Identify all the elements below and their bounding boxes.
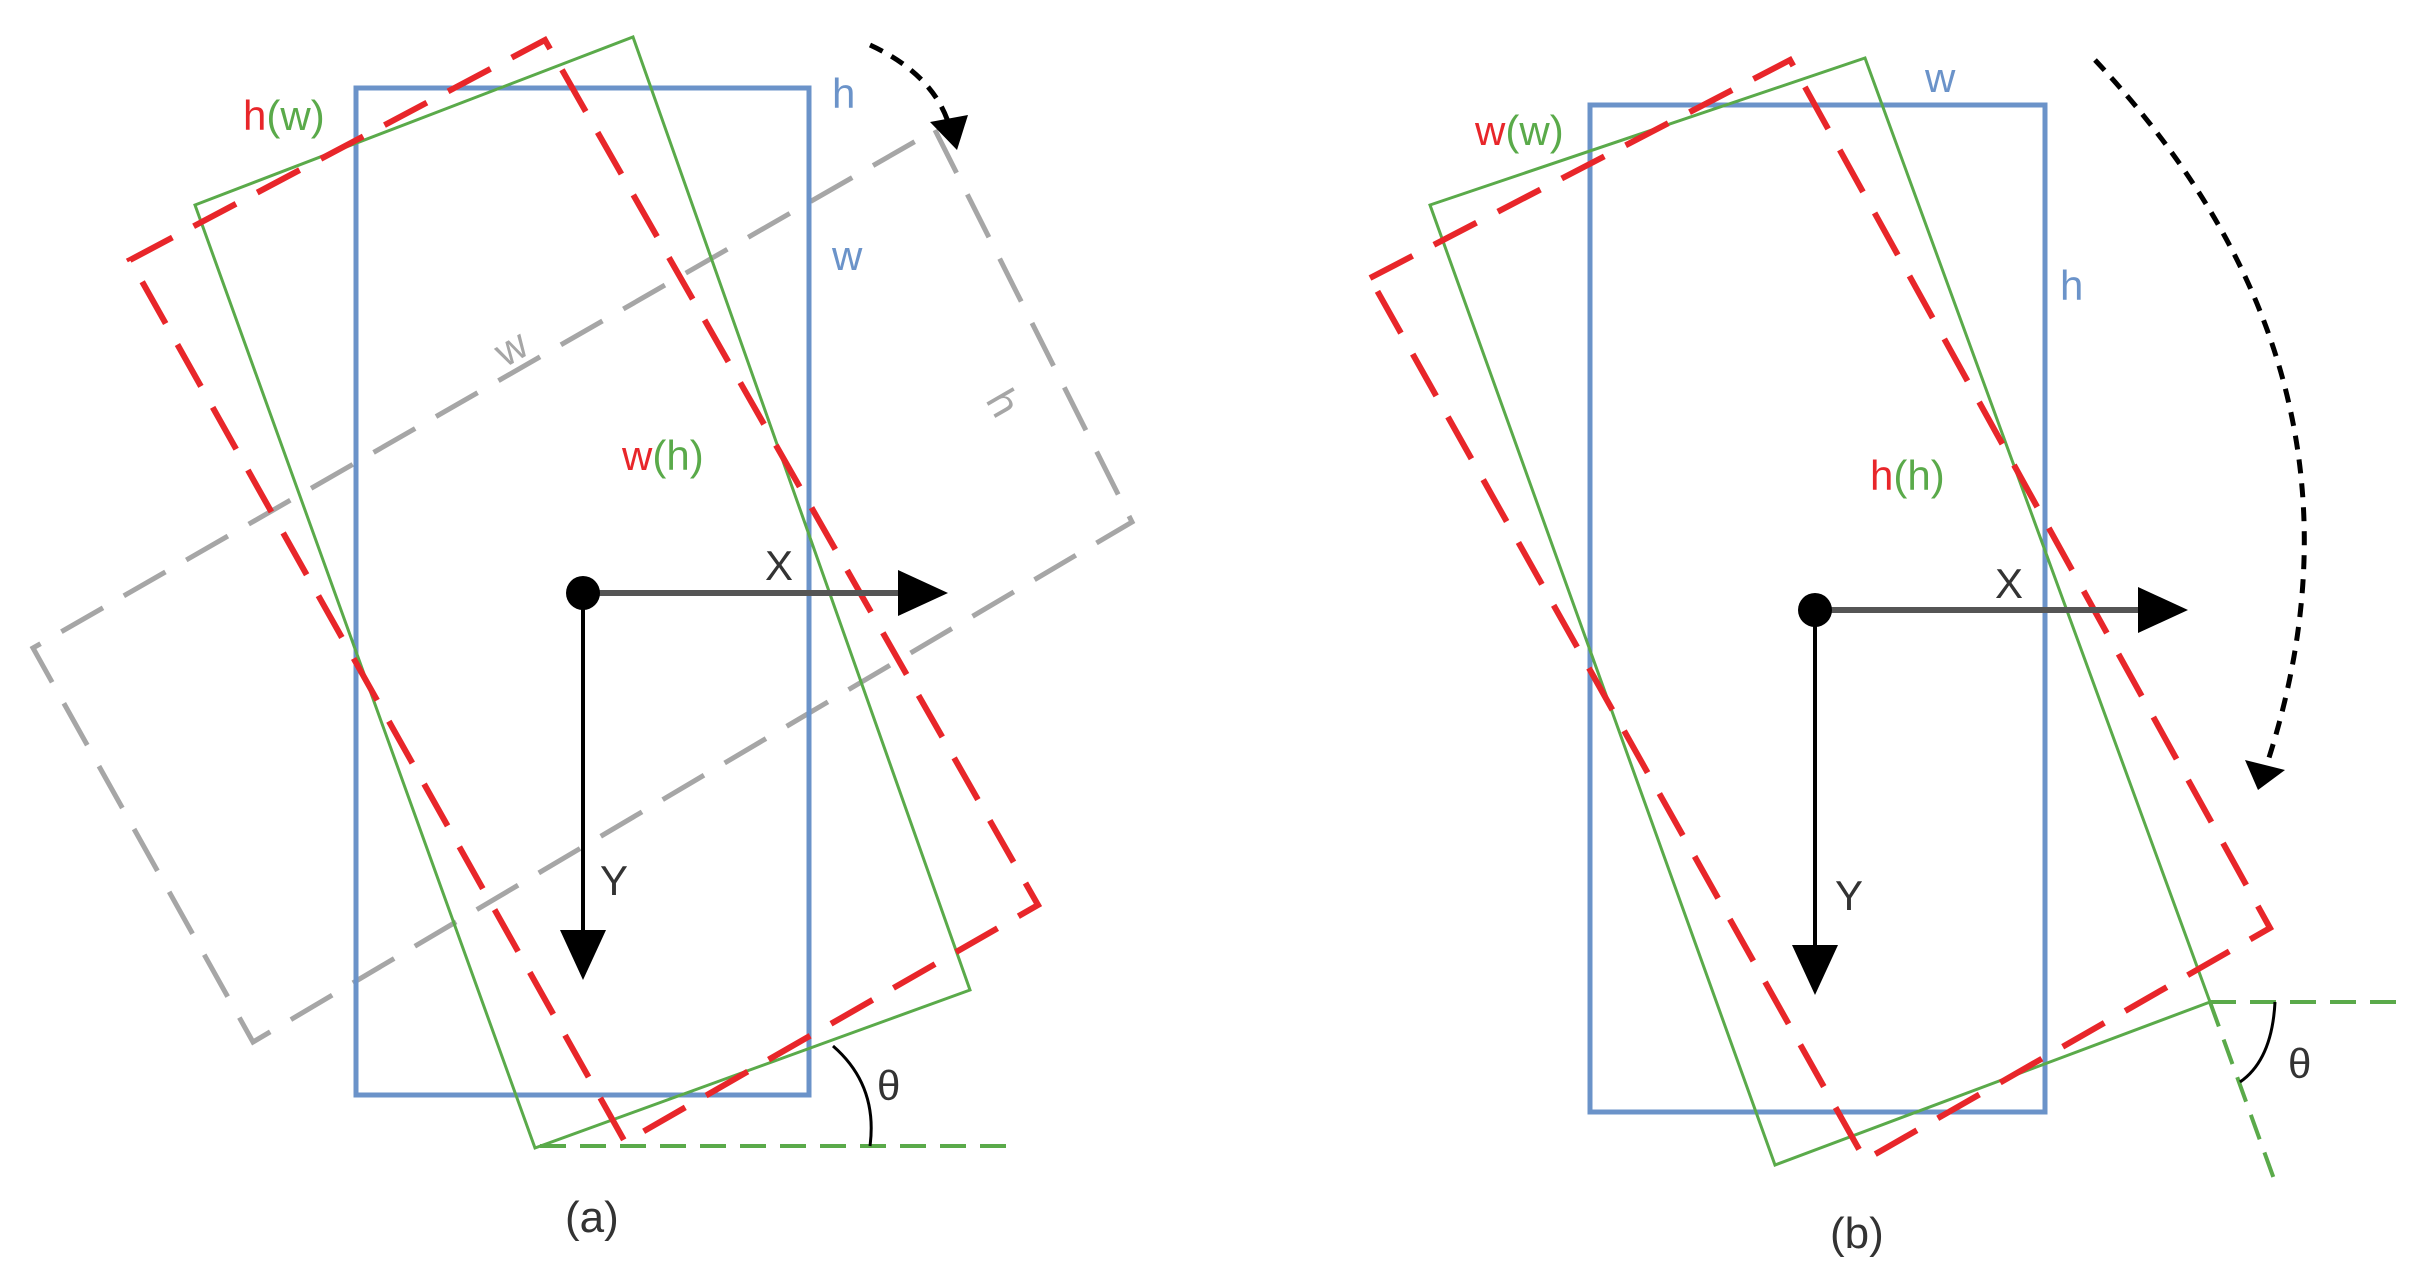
panel-a-x-label: X xyxy=(765,542,793,589)
panel-b-top-red: w xyxy=(1474,107,1506,154)
panel-b-blue-w-label: w xyxy=(1924,54,1956,101)
panel-b-angle-arc xyxy=(2239,1001,2277,1084)
panel-a-mid-open: ( xyxy=(652,432,666,479)
panel-b-x-arrowhead xyxy=(2138,587,2188,633)
panel-b-top-open: ( xyxy=(1505,107,1519,154)
panel-a-gray-dashed-box xyxy=(29,126,1136,1046)
panel-a-gray-w-label: w xyxy=(485,320,536,377)
panel-a-rotation-arrow xyxy=(868,42,953,129)
panel-a-caption: (a) xyxy=(565,1193,619,1242)
panel-b-y-label: Y xyxy=(1835,872,1863,919)
panel-a-y-label: Y xyxy=(600,857,628,904)
panel-a-blue-h-label: h xyxy=(832,70,855,117)
panel-a-mid-green: h xyxy=(666,432,689,479)
panel-a-green-box xyxy=(193,35,972,1150)
panel-a-top-label: h(w) xyxy=(243,92,325,139)
panel-a-mid-label: w(h) xyxy=(621,432,704,479)
panel-b-theta-label: θ xyxy=(2288,1040,2311,1087)
panel-a-top-green: w xyxy=(279,92,311,139)
panel-a-mid-close: ) xyxy=(690,432,704,479)
panel-a-rotation-arrowhead xyxy=(930,115,968,150)
panel-b-reference-line-extension xyxy=(2208,1001,2280,1191)
panel-b-origin xyxy=(1798,593,1832,627)
panel-b-top-close: ) xyxy=(1550,107,1564,154)
panel-a-top-close: ) xyxy=(311,92,325,139)
panel-b-mid-open: ( xyxy=(1893,452,1907,499)
panel-b-blue-h-label: h xyxy=(2060,262,2083,309)
panel-b-rotation-arrow xyxy=(2093,58,2307,771)
panel-a-origin xyxy=(566,576,600,610)
panel-a-angle-arc xyxy=(832,1044,873,1147)
panel-b: w h w(w) h(h) X Y θ (b) xyxy=(1365,54,2410,1258)
panel-a-x-arrowhead xyxy=(898,570,948,616)
panel-b-mid-green: h xyxy=(1907,452,1930,499)
panel-a-red-dashed-box xyxy=(125,35,1043,1147)
panel-b-top-green: w xyxy=(1518,107,1550,154)
panel-a-theta-label: θ xyxy=(877,1062,900,1109)
panel-a-top-open: ( xyxy=(266,92,280,139)
panel-b-y-arrowhead xyxy=(1792,945,1838,995)
panel-b-mid-label: h(h) xyxy=(1870,452,1945,499)
panel-a-blue-w-label: w xyxy=(831,232,863,279)
panel-a-top-red: h xyxy=(243,92,266,139)
panel-a-mid-red: w xyxy=(621,432,653,479)
panel-b-mid-close: ) xyxy=(1931,452,1945,499)
panel-a: h w w h h(w) w(h) X Y θ (a) xyxy=(29,35,1136,1242)
panel-b-x-label: X xyxy=(1995,560,2023,607)
panel-b-caption: (b) xyxy=(1830,1209,1884,1258)
panel-b-rotation-arrowhead xyxy=(2245,760,2285,790)
panel-b-red-dashed-box xyxy=(1365,55,2275,1165)
panel-a-gray-h-label: h xyxy=(977,381,1029,425)
panel-b-top-label: w(w) xyxy=(1474,107,1564,154)
panel-b-mid-red: h xyxy=(1870,452,1893,499)
panel-a-y-arrowhead xyxy=(560,930,606,980)
